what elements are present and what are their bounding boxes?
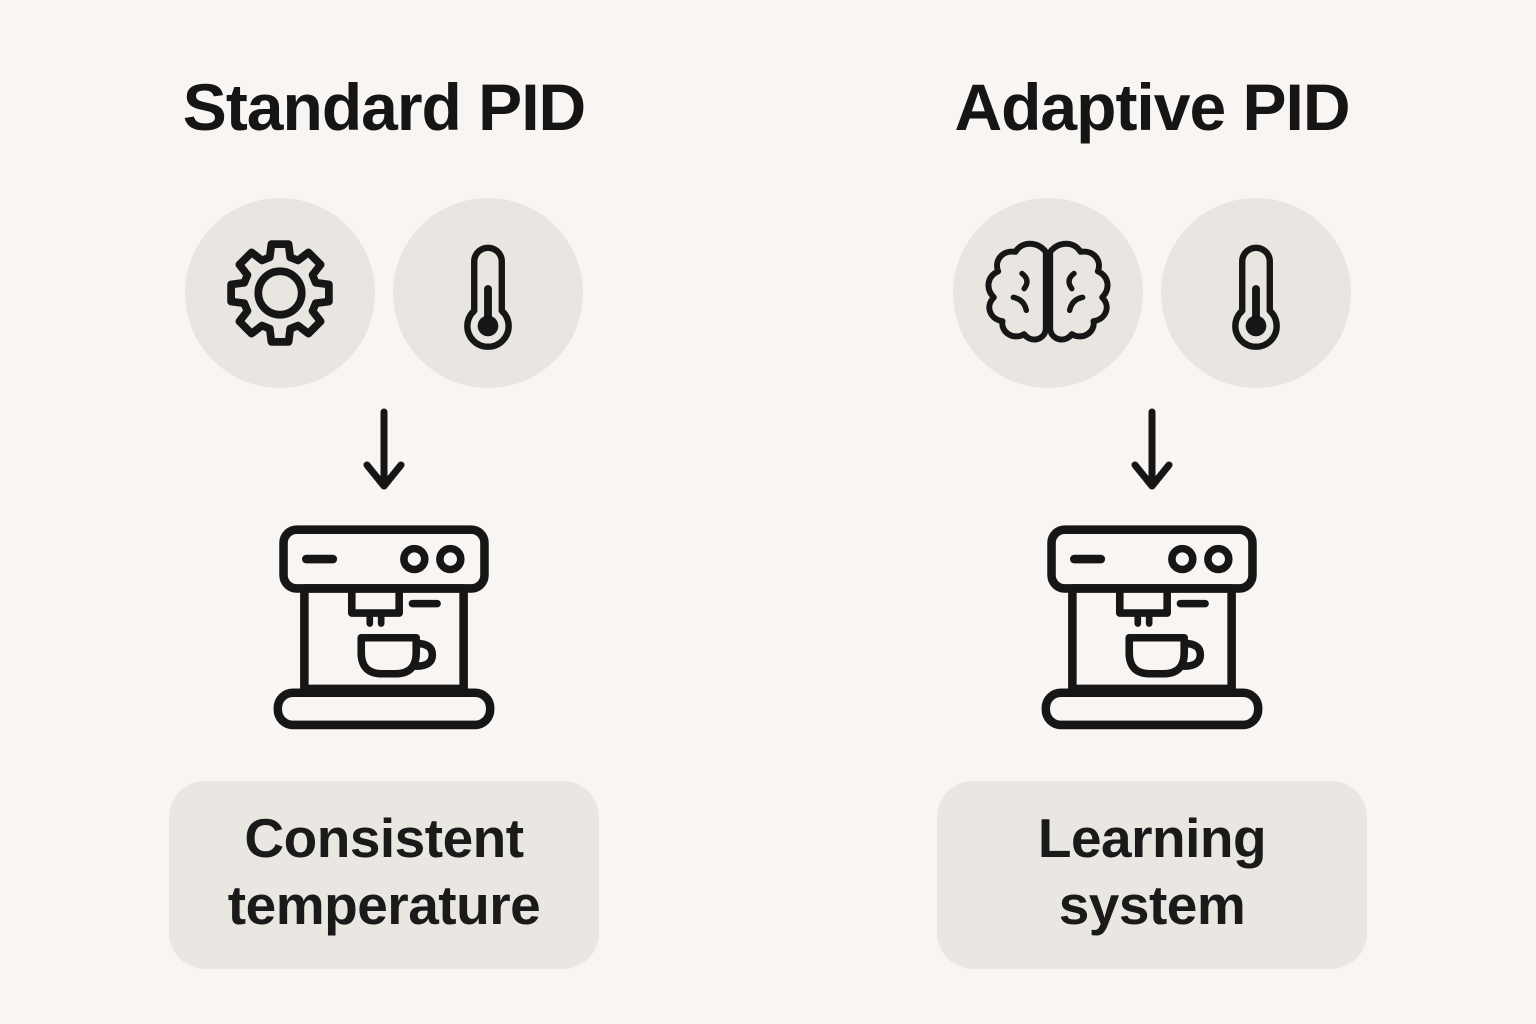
standard-espresso-machine [270,524,498,747]
standard-pid-flow-arrow [362,408,406,509]
adaptive-pid-result-label: Learning system [937,781,1367,970]
label-line: system [1058,874,1246,937]
label-line: temperature [227,874,541,937]
adaptive-espresso-machine [1038,524,1266,747]
espresso-machine-icon [270,525,498,746]
adaptive-pid-flow-arrow [1130,408,1174,509]
brain-icon [983,228,1113,358]
standard-pid-icons [185,198,583,388]
thermometer-icon-circle [1161,198,1351,388]
adaptive-pid-icons [953,198,1351,388]
adaptive-pid-title: Adaptive PID [954,70,1350,144]
label-line: Learning [1037,807,1267,869]
brain-icon-circle [953,198,1143,388]
espresso-machine-icon [1038,525,1266,746]
gear-icon-circle [185,198,375,388]
down-arrow-icon [1130,408,1174,509]
thermometer-icon [429,234,547,352]
gear-icon [218,231,342,355]
standard-pid-column: Standard PID [169,70,599,970]
adaptive-pid-column: Adaptive PID [768,0,1536,1024]
thermometer-icon [1197,234,1315,352]
label-line: Consistent [244,807,524,869]
standard-pid-result-label: Consistent temperature [169,781,599,970]
standard-pid-title: Standard PID [182,70,586,144]
thermometer-icon-circle [393,198,583,388]
down-arrow-icon [362,408,406,509]
